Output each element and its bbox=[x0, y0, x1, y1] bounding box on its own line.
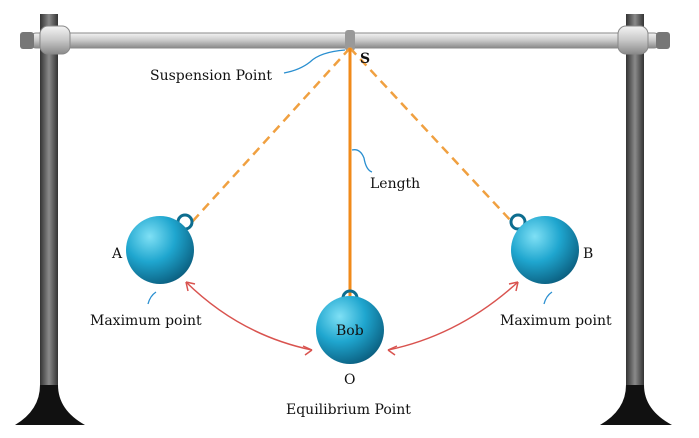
label-length: Length bbox=[370, 176, 420, 192]
crossbar bbox=[20, 25, 670, 55]
swing-arc-left bbox=[185, 281, 313, 356]
left-stand bbox=[15, 14, 85, 425]
right-dashed-line bbox=[349, 47, 513, 223]
label-b: B bbox=[583, 246, 593, 262]
right-stand bbox=[600, 14, 672, 425]
label-s: S bbox=[360, 51, 370, 67]
left-dashed-line bbox=[191, 47, 351, 223]
right-max-pointer bbox=[543, 291, 553, 305]
label-right-max: Maximum point bbox=[500, 313, 612, 329]
label-left-max: Maximum point bbox=[90, 313, 202, 329]
label-equilibrium: Equilibrium Point bbox=[286, 402, 411, 418]
label-o: O bbox=[344, 372, 355, 388]
length-pointer bbox=[351, 149, 373, 173]
suspension-pointer bbox=[283, 49, 346, 74]
swing-arc-right bbox=[387, 281, 519, 356]
label-suspension-point: Suspension Point bbox=[150, 68, 272, 84]
bob-center bbox=[316, 289, 384, 364]
bob-a bbox=[126, 213, 194, 284]
label-a: A bbox=[111, 246, 123, 262]
left-max-pointer bbox=[147, 291, 157, 305]
label-bob: Bob bbox=[336, 323, 364, 339]
bob-b bbox=[509, 213, 579, 284]
